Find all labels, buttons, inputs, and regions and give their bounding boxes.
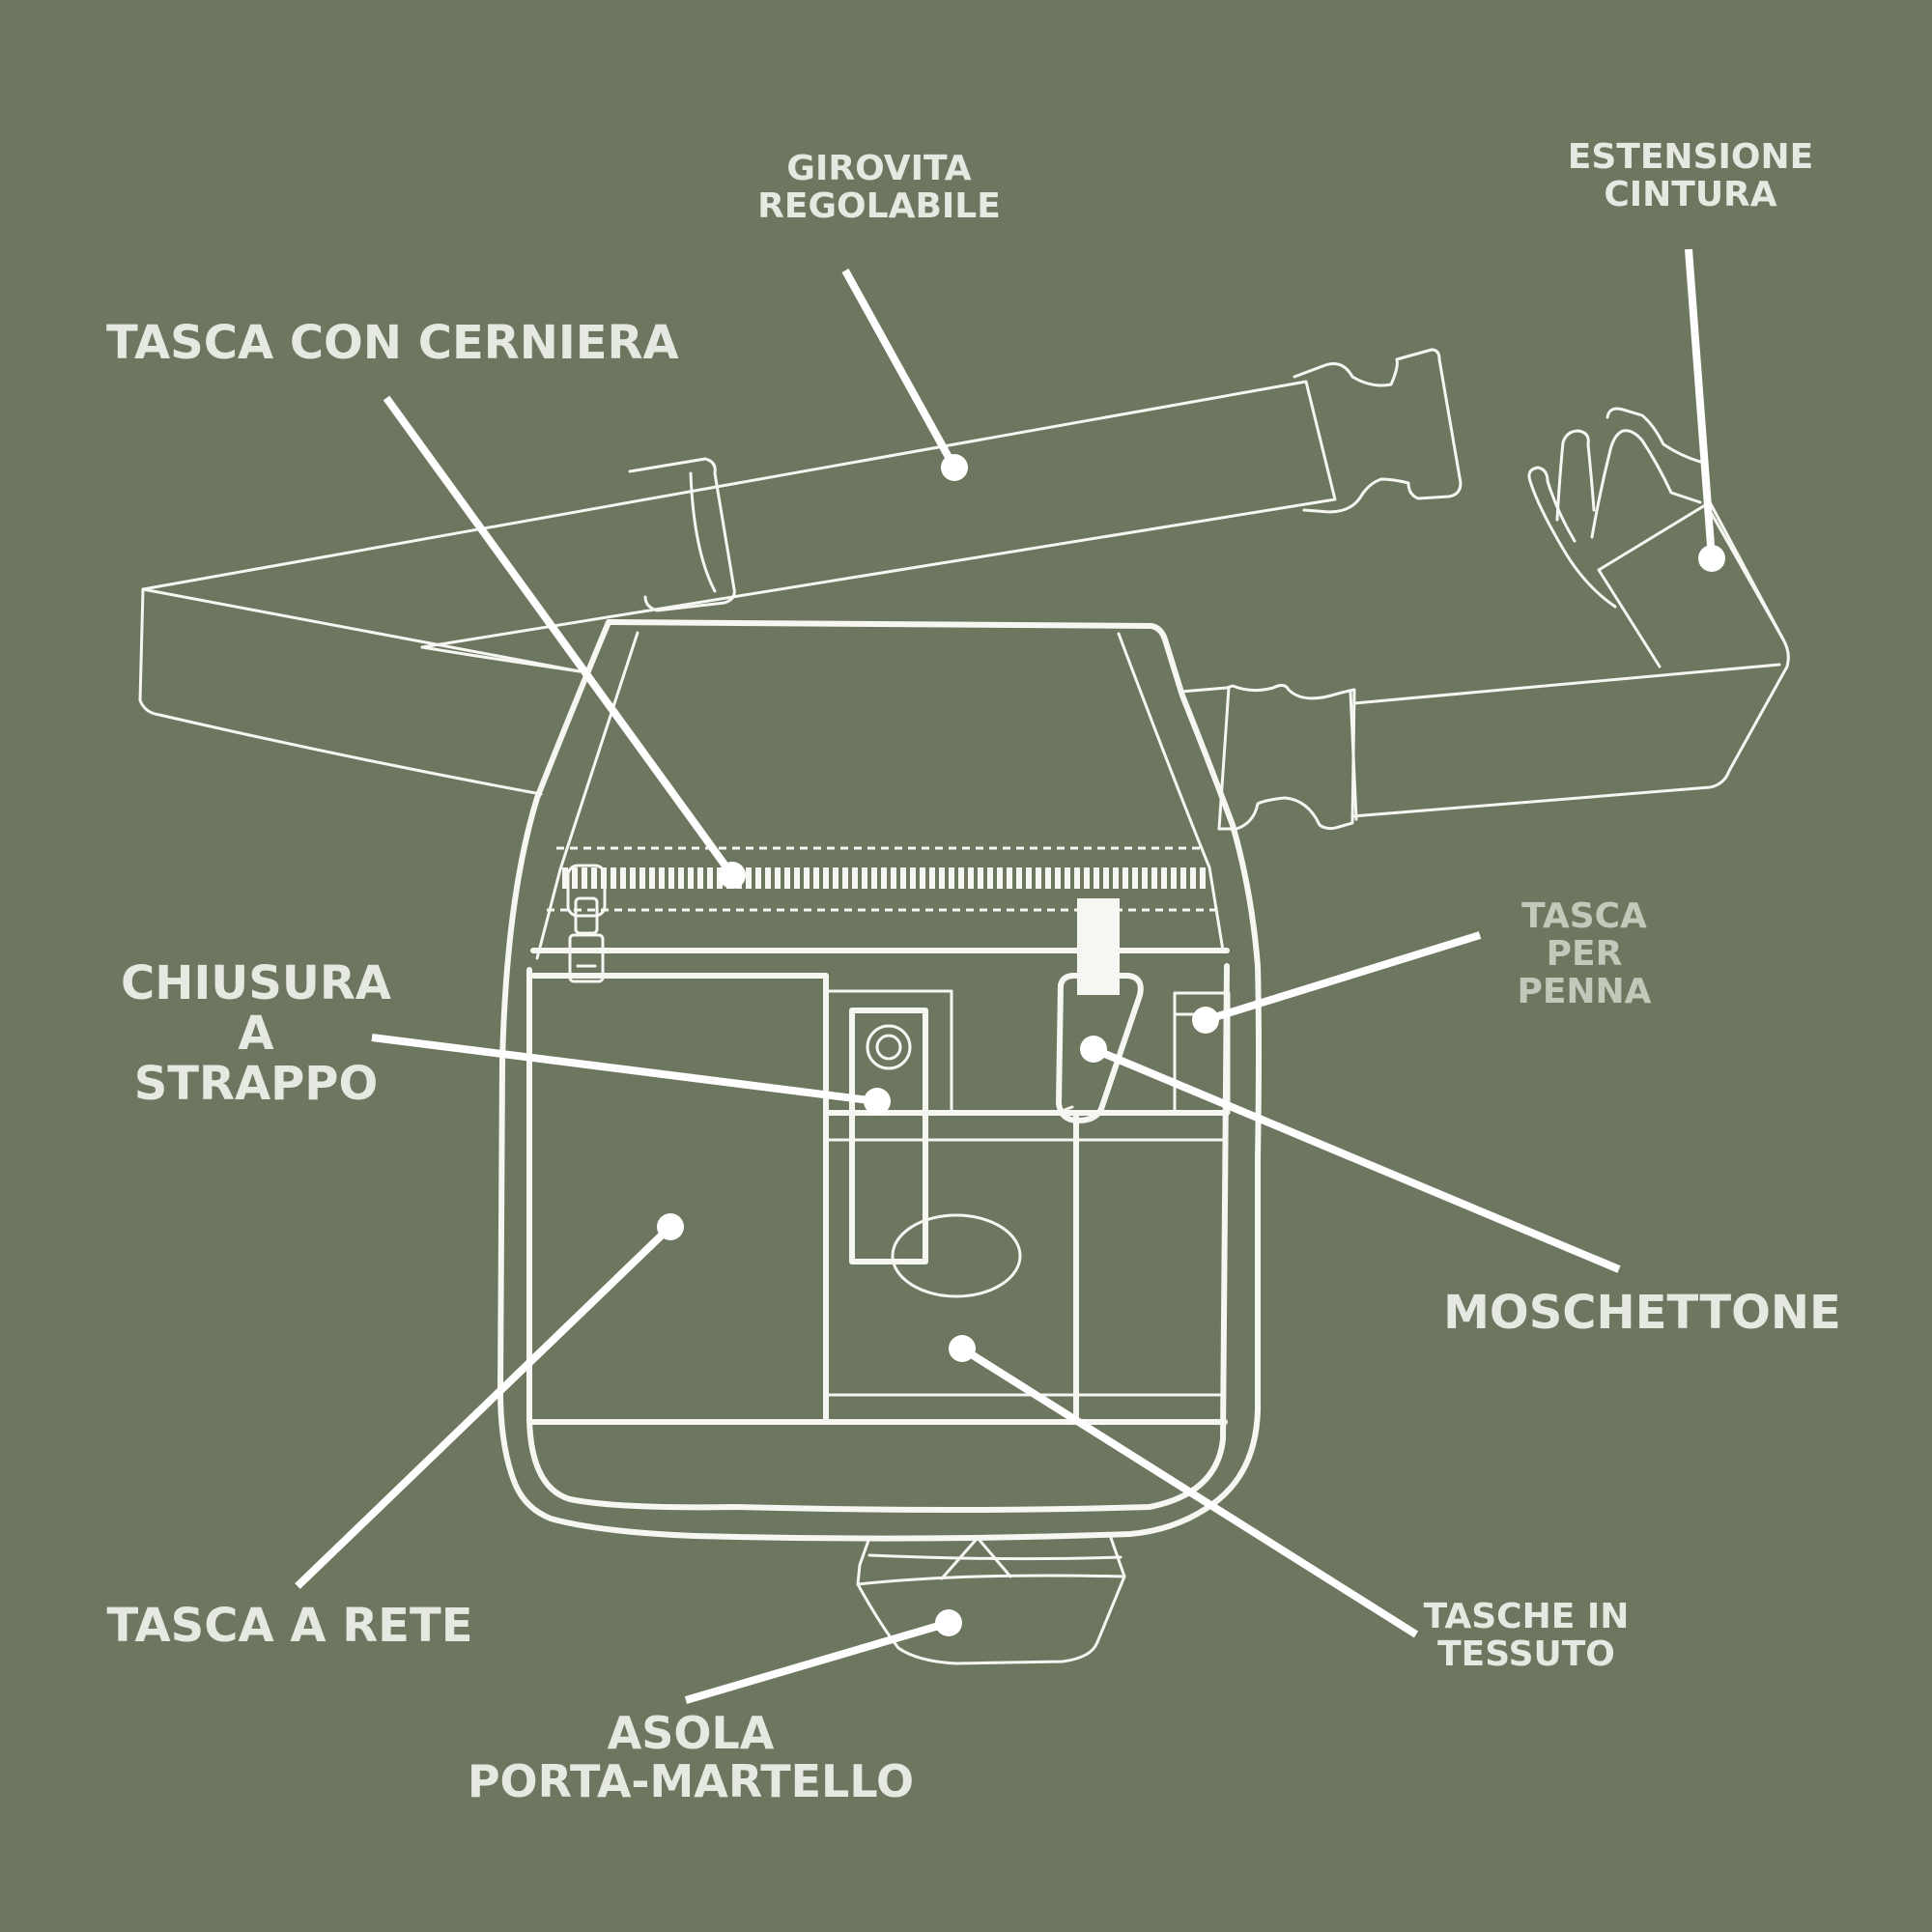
- label-moschettone: MOSCHETTONE: [1443, 1286, 1841, 1340]
- label-asola-porta-martello: ASOLA PORTA-MARTELLO: [467, 1707, 915, 1807]
- label-tasca-a-rete: TASCA A RETE: [106, 1599, 473, 1653]
- hammer-loop: [856, 1536, 1126, 1665]
- belt-extension: [1179, 407, 1790, 831]
- leader-tasca-cerniera: [383, 395, 736, 878]
- carabiner-tab: [1077, 898, 1120, 995]
- buckle-male: [1293, 348, 1463, 514]
- buckle-female: [1527, 466, 1617, 609]
- label-tasca-con-cerniera: TASCA CON CERNIERA: [106, 316, 679, 370]
- leader-chiusura-dot: [864, 1088, 891, 1115]
- pen-pocket: [1173, 991, 1231, 1115]
- carabiner: [1056, 973, 1144, 1123]
- leader-tasca-penna-dot: [1192, 1007, 1219, 1034]
- leader-girovita-dot: [941, 454, 968, 481]
- bag-body: [497, 619, 1262, 1542]
- leader-asola-dot: [935, 1609, 962, 1636]
- leader-moschettone: [1092, 1045, 1621, 1273]
- leader-tasca-rete: [295, 1224, 673, 1589]
- label-girovita-regolabile: GIROVITA REGOLABILE: [757, 149, 1001, 226]
- leader-estensione: [1685, 248, 1716, 559]
- leader-chiusura: [371, 1034, 878, 1105]
- label-chiusura-a-strappo: CHIUSURA A STRAPPO: [121, 956, 391, 1111]
- leader-lines: [295, 248, 1725, 1704]
- leader-tasche-tessuto: [959, 1345, 1419, 1638]
- label-estensione-cintura: ESTENSIONE CINTURA: [1567, 137, 1814, 214]
- velcro-strap: [849, 1008, 928, 1264]
- leader-tasca-penna: [1204, 931, 1482, 1024]
- velcro-patch: [891, 1213, 1022, 1298]
- leader-girovita: [841, 269, 958, 469]
- label-tasche-in-tessuto: TASCHE IN TESSUTO: [1423, 1597, 1630, 1674]
- leader-asola: [684, 1619, 951, 1704]
- leader-tasca-cerniera-dot: [719, 862, 746, 889]
- belt-slider: [628, 457, 736, 612]
- leader-tasche-tessuto-dot: [949, 1335, 976, 1362]
- zipper-teeth: [558, 867, 1208, 889]
- waist-belt: [138, 348, 1463, 796]
- leader-tasca-rete-dot: [657, 1213, 684, 1240]
- leader-moschettone-dot: [1080, 1036, 1107, 1063]
- label-tasca-per-penna: TASCA PER PENNA: [1517, 896, 1652, 1011]
- leader-estensione-dot: [1698, 545, 1725, 572]
